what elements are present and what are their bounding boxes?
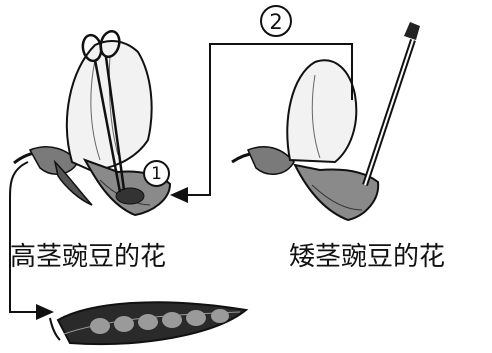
tall-pea-flower — [14, 41, 170, 215]
tall-pea-flower-label: 高茎豌豆的花 — [10, 236, 166, 273]
brush-icon — [365, 22, 420, 185]
step-2-badge: 2 — [260, 5, 292, 37]
dwarf-pea-flower — [232, 60, 378, 220]
step-1-badge: 1 — [143, 160, 170, 187]
pea-pod — [50, 302, 246, 344]
dwarf-pea-flower-label: 矮茎豌豆的花 — [289, 236, 445, 273]
